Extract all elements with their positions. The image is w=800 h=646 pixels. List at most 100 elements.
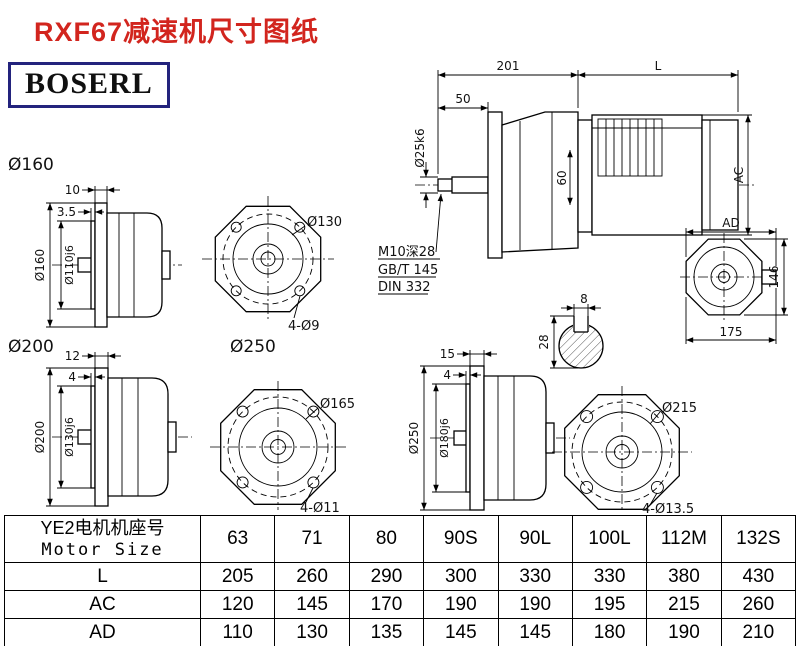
flange160-side-view: 10 3.5 Ø160 Ø110j6 <box>33 183 182 328</box>
svg-text:8: 8 <box>580 292 588 306</box>
cell: 290 <box>348 562 425 591</box>
header-en: Motor Size <box>41 540 164 560</box>
label-d130: Ø130 <box>291 215 342 236</box>
svg-text:4: 4 <box>68 370 76 384</box>
row-label: AD <box>4 618 201 646</box>
flange-plate <box>94 367 109 507</box>
flange-outline <box>220 389 336 505</box>
motor-dimension-table: YE2电机机座号 Motor Size 63 71 80 90S 90L 100… <box>4 515 797 646</box>
bolt-circle <box>222 213 314 305</box>
bolt-hole <box>230 285 242 297</box>
hub <box>161 250 171 280</box>
dim-pilot-od: Ø110j6 <box>57 220 91 310</box>
dim-L: L <box>578 59 739 112</box>
svg-text:4-Ø13.5: 4-Ø13.5 <box>642 502 694 515</box>
dim-201: 201 <box>437 59 579 174</box>
cell: 215 <box>646 590 722 619</box>
table-header-row: YE2电机机座号 Motor Size 63 71 80 90S 90L 100… <box>4 515 797 563</box>
brand-logo: BOSERL <box>8 62 170 108</box>
cell: 330 <box>497 562 573 591</box>
row-label: AC <box>4 590 201 619</box>
col-header: 132S <box>720 515 797 563</box>
output-end-view: AD 146 175 <box>680 216 788 344</box>
flange-plate <box>469 365 485 511</box>
table-row-AC: AC 120 145 170 190 190 195 215 260 <box>4 590 797 619</box>
svg-text:Ø130: Ø130 <box>307 215 342 230</box>
cell: 195 <box>571 590 648 619</box>
bolt-hole <box>294 221 306 233</box>
dim-AD: AD <box>685 216 777 266</box>
pilot-circle <box>581 411 663 493</box>
cell: 210 <box>720 618 797 646</box>
technical-drawing-canvas: Ø160 Ø200 Ø250 201 L <box>8 59 788 515</box>
svg-text:175: 175 <box>720 325 743 339</box>
shaft-end-notes: M10深28 GB/T 145 DIN 332 <box>378 193 444 295</box>
dim-spigot-depth: 4 <box>443 368 481 384</box>
col-header: 90S <box>423 515 499 563</box>
svg-text:Ø110j6: Ø110j6 <box>63 245 76 285</box>
note-din332: DIN 332 <box>378 280 431 295</box>
bolt-hole <box>580 410 594 424</box>
flange130-front-view: Ø130 4-Ø9 <box>202 196 342 334</box>
svg-text:10: 10 <box>65 183 80 197</box>
cell: 110 <box>199 618 276 646</box>
fan-cowl <box>701 119 739 231</box>
bolt-circle <box>227 396 329 498</box>
label-flange-250: Ø250 <box>230 337 276 357</box>
hub <box>167 421 177 453</box>
bolt-hole <box>236 476 249 489</box>
cell: 120 <box>199 590 276 619</box>
dim-flange-od: Ø250 <box>407 365 470 511</box>
cell: 190 <box>646 618 722 646</box>
label-holes-4d9: 4-Ø9 <box>288 295 319 334</box>
label-holes-4d11: 4-Ø11 <box>300 487 340 515</box>
motor-body <box>591 114 703 236</box>
dim-shaft-diameter: Ø25k6 <box>413 128 438 208</box>
main-assembly-view: 201 L 50 Ø25k6 60 AC <box>378 59 755 295</box>
bolt-hole <box>580 480 594 494</box>
dim-flange-thickness: 10 <box>65 183 120 203</box>
flange200-side-view: 12 4 Ø200 Ø130j6 <box>33 349 192 507</box>
pilot-circle <box>232 223 304 295</box>
cell: 170 <box>348 590 425 619</box>
dim-60: 60 <box>555 150 573 205</box>
svg-text:12: 12 <box>65 349 80 363</box>
cell: 260 <box>274 562 350 591</box>
svg-text:4-Ø11: 4-Ø11 <box>300 501 340 515</box>
bolt-hole <box>650 410 664 424</box>
cell: 135 <box>348 618 425 646</box>
dim-175: 175 <box>685 288 777 344</box>
svg-text:3.5: 3.5 <box>57 205 76 219</box>
label-d215: Ø215 <box>649 401 697 425</box>
label-d165: Ø165 <box>305 397 355 420</box>
motor-adapter <box>577 119 593 233</box>
mounting-flange <box>487 111 503 259</box>
cell: 145 <box>274 590 350 619</box>
svg-text:Ø130j6: Ø130j6 <box>63 417 76 457</box>
cell: 380 <box>646 562 722 591</box>
svg-text:AD: AD <box>722 216 739 230</box>
col-header: 71 <box>274 515 350 563</box>
cell: 190 <box>423 590 499 619</box>
cell: 330 <box>571 562 648 591</box>
hub <box>545 422 555 454</box>
dim-flange-od: Ø160 <box>33 202 95 328</box>
bolt-hole <box>307 405 320 418</box>
label-holes-4d13-5: 4-Ø13.5 <box>642 492 694 515</box>
svg-text:15: 15 <box>440 347 455 361</box>
dim-flange-thickness: 15 <box>440 347 497 366</box>
dim-AC: AC <box>702 114 752 236</box>
page-title: RXF67减速机尺寸图纸 <box>34 17 320 47</box>
flange-plate <box>94 202 108 328</box>
cell: 145 <box>423 618 499 646</box>
bolt-hole <box>230 221 242 233</box>
bolt-hole <box>294 285 306 297</box>
flange250-side-view: 15 4 Ø250 Ø180j6 <box>407 347 570 511</box>
bolt-hole <box>307 476 320 489</box>
dim-flange-thickness: 12 <box>65 349 121 368</box>
svg-text:Ø160: Ø160 <box>33 249 47 281</box>
cell: 260 <box>720 590 797 619</box>
table-row-AD: AD 110 130 135 145 145 180 190 210 <box>4 618 797 646</box>
svg-text:60: 60 <box>555 170 569 185</box>
label-flange-200: Ø200 <box>8 337 54 357</box>
